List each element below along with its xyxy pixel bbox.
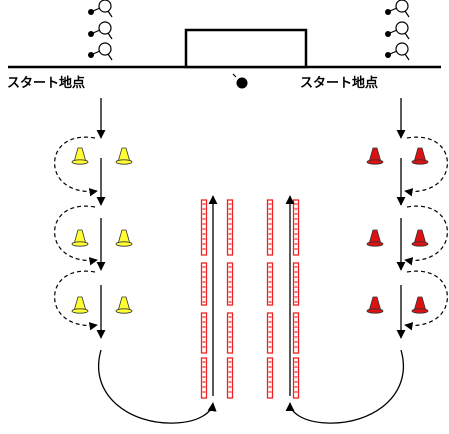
- net-box: [184, 28, 308, 69]
- dashed-loop-arrow: [404, 136, 448, 197]
- player-with-racket-icon: [87, 21, 113, 40]
- ladder-segment: [226, 357, 234, 399]
- dashed-loop-arrow: [54, 205, 98, 266]
- curved-return-arrow: [98, 349, 217, 424]
- player-with-racket-icon: [87, 42, 113, 61]
- ladder-segment: [226, 199, 234, 256]
- start-label-right: スタート地点: [300, 75, 378, 91]
- dashed-loop-arrow: [54, 270, 98, 331]
- player-with-racket-icon: [384, 42, 410, 61]
- ladder-segment: [266, 262, 274, 306]
- cone-icon: [115, 296, 133, 314]
- cone-icon: [71, 147, 89, 165]
- ladder-segment: [266, 312, 274, 354]
- ladder-segment: [292, 312, 300, 354]
- cone-icon: [71, 296, 89, 314]
- start-label-left: スタート地点: [7, 75, 85, 91]
- ladder-segment: [200, 312, 208, 354]
- ladder-segment: [292, 262, 300, 306]
- ball-icon: [232, 73, 248, 89]
- cone-icon: [411, 147, 429, 165]
- cone-icon: [411, 296, 429, 314]
- dashed-loop-arrow: [54, 136, 98, 197]
- cone-icon: [411, 229, 429, 247]
- ladder-segment: [292, 357, 300, 399]
- dashed-loop-arrow: [404, 205, 448, 266]
- cone-icon: [115, 147, 133, 165]
- cone-icon: [366, 296, 384, 314]
- player-with-racket-icon: [384, 0, 410, 18]
- ladder-segment: [200, 262, 208, 306]
- ladder-segment: [266, 357, 274, 399]
- cone-icon: [366, 229, 384, 247]
- cone-icon: [115, 229, 133, 247]
- ladder-segment: [226, 312, 234, 354]
- ladder-segment: [226, 262, 234, 306]
- curved-return-arrow: [285, 349, 404, 424]
- cone-icon: [71, 229, 89, 247]
- cone-icon: [366, 147, 384, 165]
- agility-ladder-icon: [200, 199, 300, 399]
- player-with-racket-icon: [384, 21, 410, 40]
- ladder-segment: [266, 199, 274, 256]
- dashed-loop-arrow: [404, 270, 448, 331]
- ladder-segment: [200, 357, 208, 399]
- player-with-racket-icon: [87, 0, 113, 18]
- ladder-segment: [200, 199, 208, 256]
- ladder-segment: [292, 199, 300, 256]
